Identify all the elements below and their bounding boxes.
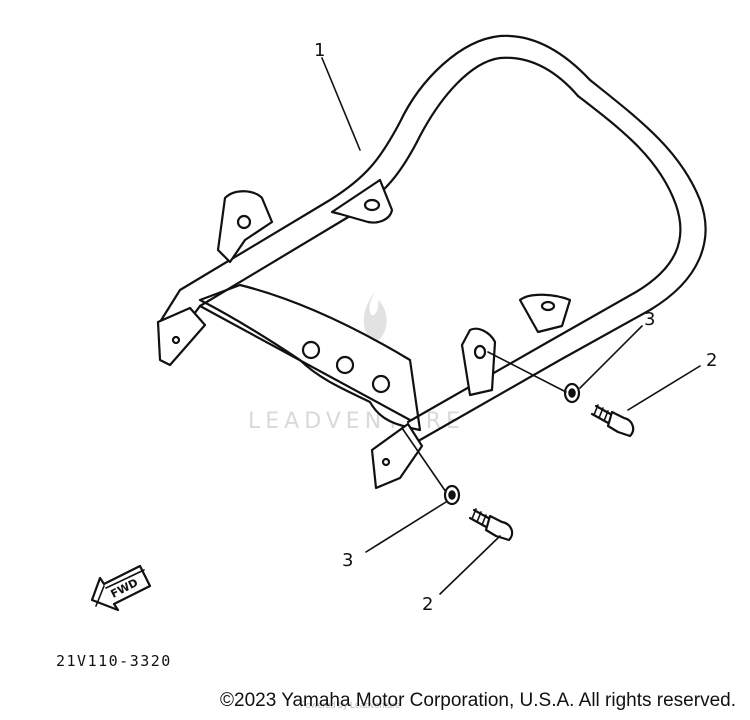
bolt-left — [468, 508, 514, 542]
callout-bolt-right: 2 — [706, 350, 717, 371]
plate-hole — [301, 340, 321, 360]
plate-hole — [371, 374, 391, 394]
leader-lines — [321, 57, 701, 595]
faint-caption: Powered by Leadventure — [300, 700, 401, 710]
bracket-hole — [540, 300, 556, 312]
left-rear-bracket — [216, 190, 274, 264]
upper-bracket — [330, 178, 394, 224]
diagram-code: 21V110-3320 — [56, 652, 172, 670]
right-rail-inner — [406, 94, 682, 424]
mount-hole — [473, 344, 487, 360]
cross-tube — [198, 304, 412, 422]
callout-frame: 1 — [314, 40, 325, 61]
washer-right — [563, 382, 581, 404]
bracket-hole — [363, 198, 381, 212]
right-mid-mount — [460, 327, 497, 397]
grab-bar-frame — [156, 34, 707, 490]
callout-bolt-left: 2 — [422, 594, 433, 615]
left-front-mount — [156, 306, 207, 367]
mount-hole — [381, 457, 391, 467]
bracket-hole — [236, 214, 252, 230]
fwd-arrow-icon: FWD — [90, 564, 152, 612]
flame-watermark-icon — [363, 292, 387, 342]
bolt-right — [590, 404, 635, 438]
callout-washer-left: 3 — [342, 550, 353, 571]
mount-hole — [171, 335, 181, 345]
callout-washer-right: 3 — [644, 309, 655, 330]
right-rear-bracket — [518, 293, 572, 334]
washer-left — [443, 484, 461, 506]
plate-hole — [335, 355, 355, 375]
left-rail-outer — [158, 34, 592, 324]
watermark-text: LEADVENTURE — [248, 409, 465, 434]
copyright-notice: ©2023 Yamaha Motor Corporation, U.S.A. A… — [220, 690, 736, 711]
right-rail-outer — [418, 78, 707, 442]
